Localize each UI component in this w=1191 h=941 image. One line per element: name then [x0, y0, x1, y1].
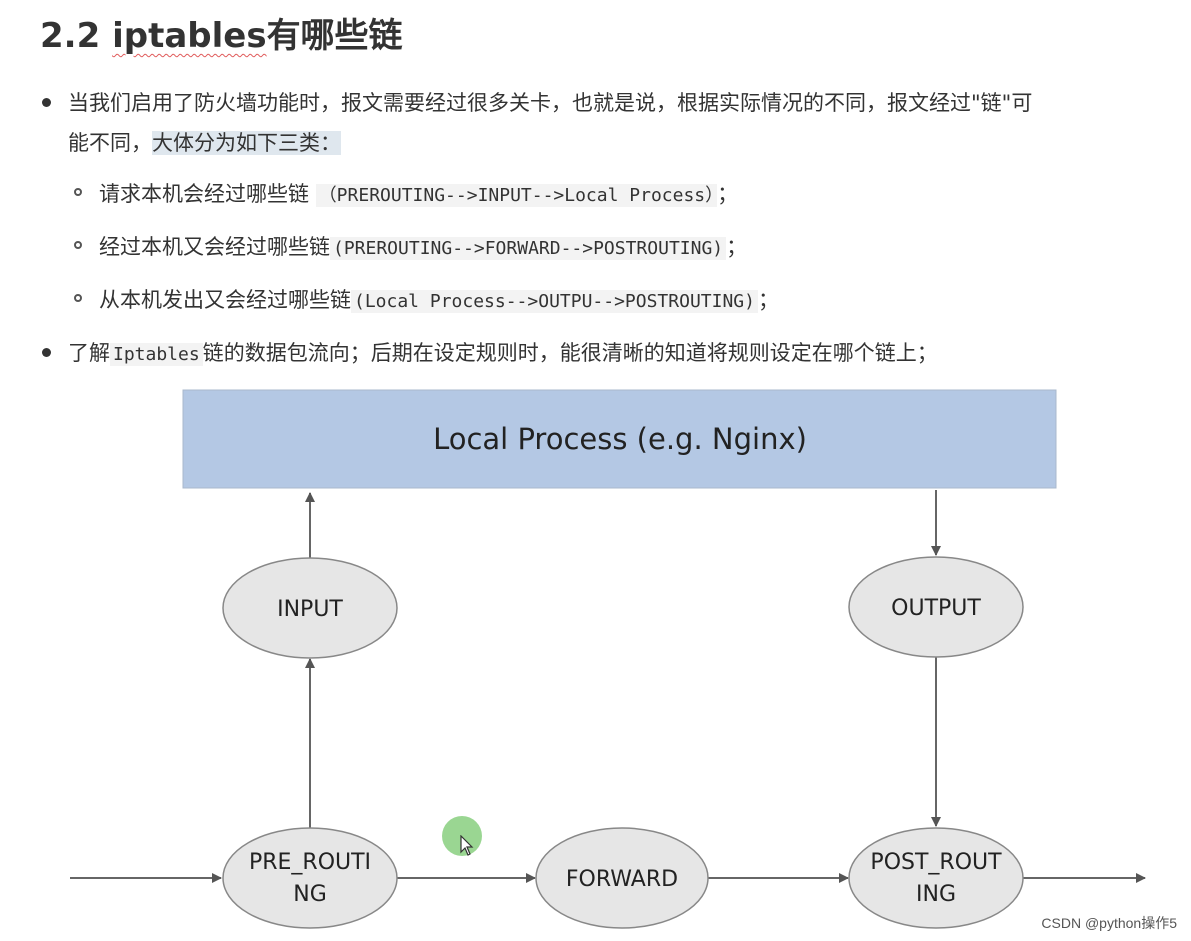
forward-node — [535, 827, 709, 929]
sub1-end: ； — [717, 182, 739, 206]
input-node — [222, 557, 398, 659]
output-label: OUTPUT — [891, 596, 981, 621]
input-label: INPUT — [277, 597, 343, 622]
output-node — [848, 556, 1024, 658]
prerouting-label-line1: PRE_ROUTI — [249, 850, 371, 875]
circle-bullet-icon — [74, 294, 82, 302]
sub1-code: （PREROUTING-->INPUT-->Local Process） — [315, 184, 718, 207]
postrouting-label-line1: POST_ROUT — [870, 850, 1002, 875]
watermark: CSDN @python操作5 — [1041, 915, 1177, 931]
postrouting-label-line2: ING — [916, 882, 956, 907]
intro-highlight: 大体分为如下三类： — [152, 131, 341, 155]
title-number: 2.2 — [40, 16, 101, 56]
intro-line1: 当我们启用了防火墙功能时，报文需要经过很多关卡，也就是说，根据实际情况的不同，报… — [68, 91, 1033, 115]
prerouting-label-line2: NG — [293, 882, 327, 907]
sub-bullet-output: 从本机发出又会经过哪些链(Local Process-->OUTPU-->POS… — [74, 284, 779, 314]
bullet-intro: 当我们启用了防火墙功能时，报文需要经过很多关卡，也就是说，根据实际情况的不同，报… — [42, 87, 1033, 117]
title-keyword: iptables — [112, 16, 267, 56]
sub-bullet-request: 请求本机会经过哪些链 （PREROUTING-->INPUT-->Local P… — [74, 178, 739, 208]
circle-bullet-icon — [74, 241, 82, 249]
page-title: 2.2 iptables有哪些链 — [40, 8, 403, 57]
sub2-code: (PREROUTING-->FORWARD-->POSTROUTING) — [330, 237, 727, 260]
second-prefix: 了解 — [68, 341, 110, 365]
bullet-intro-line2: 能不同，大体分为如下三类： — [68, 127, 341, 157]
sub3-text: 从本机发出又会经过哪些链 — [99, 288, 351, 312]
sub2-text: 经过本机又会经过哪些链 — [99, 235, 330, 259]
second-code: Iptables — [110, 343, 203, 366]
circle-bullet-icon — [74, 188, 82, 196]
prerouting-node — [222, 827, 398, 929]
sub3-end: ； — [757, 288, 779, 312]
sub-bullet-forward: 经过本机又会经过哪些链(PREROUTING-->FORWARD-->POSTR… — [74, 231, 748, 261]
sub1-text: 请求本机会经过哪些链 — [99, 182, 309, 206]
sub3-code: (Local Process-->OUTPU-->POSTROUTING) — [351, 290, 758, 313]
local-process-box — [182, 389, 1057, 489]
second-rest: 链的数据包流向；后期在设定规则时，能很清晰的知道将规则设定在哪个链上； — [202, 341, 938, 365]
forward-label: FORWARD — [566, 867, 678, 892]
mouse-cursor-icon — [460, 835, 474, 856]
bullet-dot-icon — [42, 98, 51, 107]
sub2-end: ； — [726, 235, 748, 259]
title-rest: 有哪些链 — [266, 16, 403, 56]
intro-line2-prefix: 能不同， — [68, 131, 152, 155]
local-process-label: Local Process (e.g. Nginx) — [433, 422, 807, 456]
postrouting-node — [848, 827, 1024, 929]
bullet-dot-icon — [42, 348, 51, 357]
